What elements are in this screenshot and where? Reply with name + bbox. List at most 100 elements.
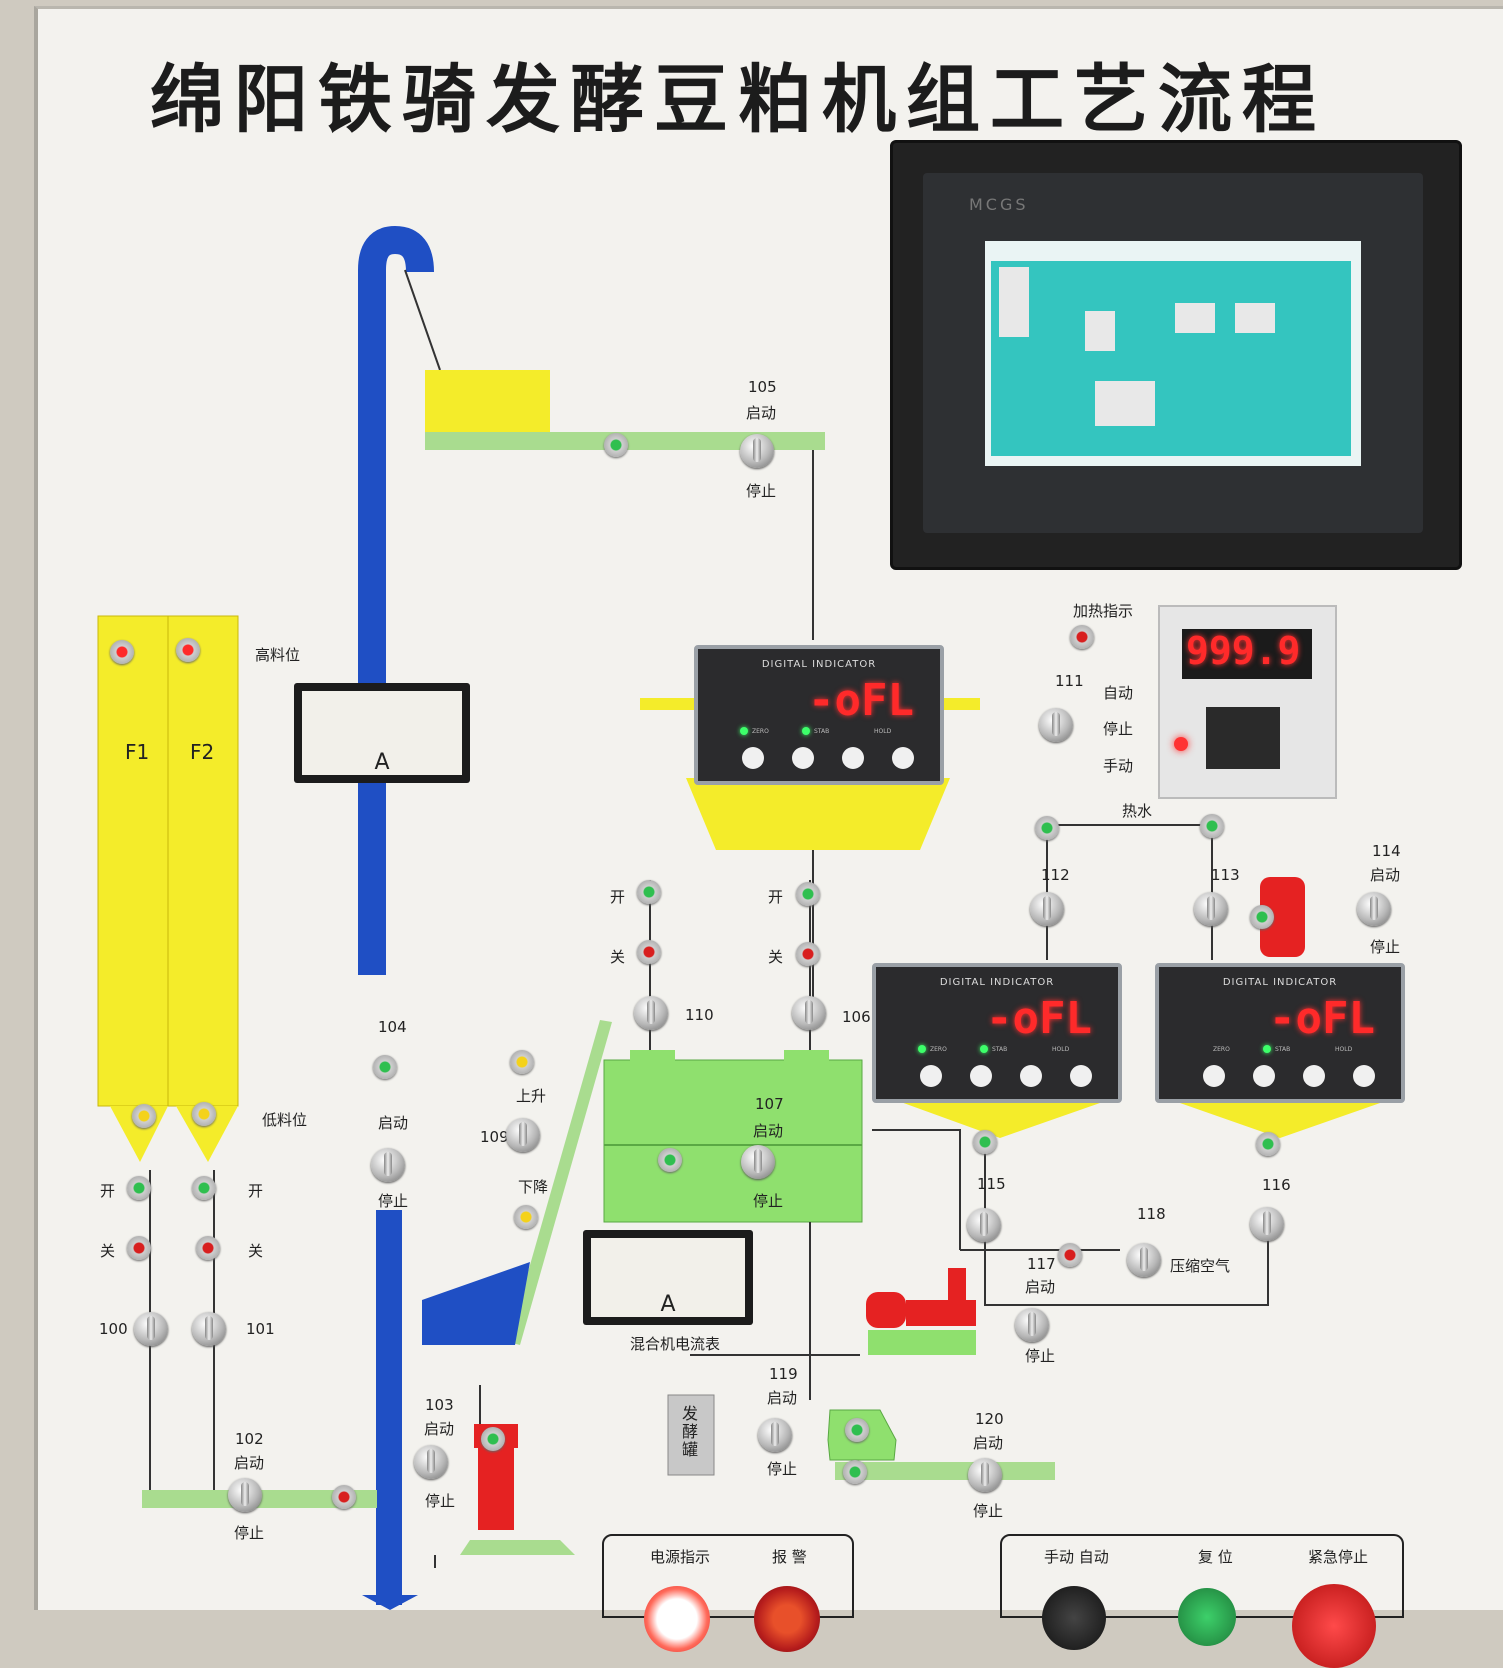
start-label: 启动 — [753, 1122, 784, 1140]
valve-106-open-led — [796, 882, 820, 906]
switch-110[interactable] — [634, 996, 668, 1030]
stop-label: 停止 — [234, 1524, 265, 1542]
f2-high-level-led — [176, 638, 200, 662]
switch-117[interactable] — [1015, 1308, 1049, 1342]
weigh-indicator-right: DIGITAL INDICATOR -oFL ZERO STAB HOLD — [1155, 963, 1405, 1103]
switch-103[interactable] — [414, 1445, 448, 1479]
indicator-button-4[interactable] — [892, 747, 914, 769]
start-label: 启动 — [378, 1114, 409, 1132]
label-105: 105 — [748, 378, 777, 396]
switch-109[interactable] — [506, 1118, 540, 1152]
label-112: 112 — [1041, 866, 1070, 884]
hmi-brand: MCGS — [969, 195, 1029, 214]
elevator-104-led — [373, 1055, 397, 1079]
label-107: 107 — [755, 1095, 784, 1113]
emergency-stop-button[interactable] — [1292, 1584, 1376, 1668]
conveyor-105-led — [604, 433, 628, 457]
mixer-ammeter: A — [583, 1230, 753, 1325]
switch-102[interactable] — [228, 1478, 262, 1512]
switch-113[interactable] — [1194, 892, 1228, 926]
mixer-ammeter-label: 混合机电流表 — [630, 1335, 721, 1353]
indicator-button-1[interactable] — [920, 1065, 942, 1087]
valve-110-open-led — [637, 880, 661, 904]
process-diagram — [97, 225, 1400, 1610]
close-label: 关 — [100, 1242, 116, 1260]
temperature-controller: 999.9 — [1158, 605, 1337, 799]
switch-120[interactable] — [968, 1458, 1002, 1492]
conveyor-102-led — [332, 1485, 356, 1509]
switch-116[interactable] — [1250, 1207, 1284, 1241]
manual-auto-selector[interactable] — [1042, 1586, 1106, 1650]
switch-107[interactable] — [741, 1145, 775, 1179]
valve-100-close-led — [127, 1236, 151, 1260]
label-115: 115 — [977, 1175, 1006, 1193]
open-label: 开 — [610, 888, 626, 906]
compressed-air-label: 压缩空气 — [1170, 1257, 1231, 1275]
compressor-117-led — [1058, 1243, 1082, 1267]
hoist-up-led — [510, 1050, 534, 1074]
temperature-setpoint-dial[interactable] — [1206, 707, 1280, 769]
indicator-button-2[interactable] — [970, 1065, 992, 1087]
indicator-readout: -oFL — [986, 993, 1092, 1044]
indicator-button-4[interactable] — [1070, 1065, 1092, 1087]
label-104: 104 — [378, 1018, 407, 1036]
switch-118[interactable] — [1127, 1243, 1161, 1277]
heating-indicator-led — [1070, 625, 1094, 649]
label-103: 103 — [425, 1396, 454, 1414]
close-label: 关 — [610, 948, 626, 966]
high-level-label: 高料位 — [255, 646, 301, 664]
valve-101-close-led — [196, 1236, 220, 1260]
stop-label: 停止 — [1103, 720, 1134, 738]
valve-106-close-led — [796, 942, 820, 966]
label-101: 101 — [246, 1320, 275, 1338]
switch-101[interactable] — [192, 1312, 226, 1346]
fermentation-tank-label: 发酵罐 — [682, 1404, 699, 1459]
label-102: 102 — [235, 1430, 264, 1448]
hmi-display[interactable] — [985, 241, 1361, 466]
label-106: 106 — [842, 1008, 871, 1026]
alarm-label: 报 警 — [772, 1548, 807, 1566]
valve-115-led — [973, 1130, 997, 1154]
up-label: 上升 — [516, 1087, 547, 1105]
indicator-button-1[interactable] — [742, 747, 764, 769]
indicator-button-4[interactable] — [1353, 1065, 1375, 1087]
start-label: 启动 — [424, 1420, 455, 1438]
operation-button-box: 手动 自动 复 位 紧急停止 — [1000, 1534, 1404, 1668]
reset-label: 复 位 — [1198, 1548, 1233, 1566]
switch-119[interactable] — [758, 1418, 792, 1452]
switch-106[interactable] — [792, 996, 826, 1030]
f1-high-level-led — [110, 640, 134, 664]
hot-water-112-led — [1035, 816, 1059, 840]
start-label: 启动 — [973, 1434, 1004, 1452]
stop-label: 停止 — [753, 1192, 784, 1210]
stop-label: 停止 — [767, 1460, 798, 1478]
indicator-button-1[interactable] — [1203, 1065, 1225, 1087]
indicator-button-3[interactable] — [1020, 1065, 1042, 1087]
switch-112[interactable] — [1030, 892, 1064, 926]
switch-104[interactable] — [371, 1148, 405, 1182]
indicator-button-3[interactable] — [1303, 1065, 1325, 1087]
label-116: 116 — [1262, 1176, 1291, 1194]
label-109: 109 — [480, 1128, 509, 1146]
label-119: 119 — [769, 1365, 798, 1383]
switch-111[interactable] — [1039, 708, 1073, 742]
hot-water-113-led — [1200, 814, 1224, 838]
switch-115[interactable] — [967, 1208, 1001, 1242]
auto-label: 自动 — [1103, 684, 1134, 702]
reset-button[interactable] — [1178, 1588, 1236, 1646]
indicator-button-2[interactable] — [1253, 1065, 1275, 1087]
label-120: 120 — [975, 1410, 1004, 1428]
switch-114[interactable] — [1357, 892, 1391, 926]
indicator-button-3[interactable] — [842, 747, 864, 769]
indicator-button-2[interactable] — [792, 747, 814, 769]
hoist-down-led — [514, 1205, 538, 1229]
switch-105[interactable] — [740, 434, 774, 468]
hmi-touchscreen[interactable]: MCGS — [890, 140, 1462, 570]
silo-f1-label: F1 — [125, 740, 150, 764]
elevator-up-leg — [358, 225, 434, 975]
stop-label: 停止 — [425, 1492, 456, 1510]
tank-103-led — [481, 1427, 505, 1451]
manual-auto-label: 手动 自动 — [1044, 1548, 1109, 1566]
switch-100[interactable] — [134, 1312, 168, 1346]
conveyor-120-led — [843, 1460, 867, 1484]
